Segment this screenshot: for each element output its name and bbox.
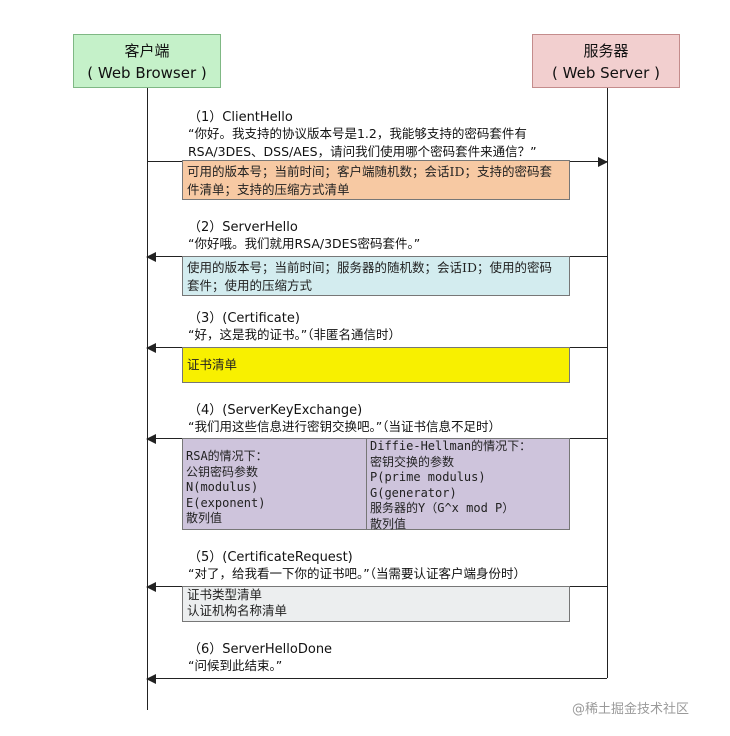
msg1-box-line1: 可用的版本号；当前时间；客户端随机数；会话ID；支持的密码套 — [187, 164, 552, 179]
msg1-box-line2: 件清单；支持的压缩方式清单 — [187, 182, 350, 197]
rsa-line5: 散列值 — [186, 511, 223, 525]
dh-line4: G(generator) — [370, 485, 457, 500]
client-lifeline — [147, 88, 148, 710]
client-header: 客户端 ( Web Browser ) — [73, 34, 221, 88]
msg6-quote-line1: “问候到此结束。” — [188, 658, 283, 673]
msg5-box-line1: 证书类型清单 — [187, 587, 263, 602]
msg5-quote-line1: “对了，给我看一下你的证书吧。”（当需要认证客户端身份时） — [188, 566, 526, 581]
rsa-column: RSA的情况下： 公钥密码参数 N(modulus) E(exponent) 散… — [183, 439, 367, 529]
rsa-line1: RSA的情况下： — [186, 449, 268, 463]
msg1-quote-line1: “你好。我支持的协议版本号是1.2，我能够支持的密码套件有 — [188, 126, 527, 141]
rsa-line2: 公钥密码参数 — [186, 464, 259, 479]
msg4-content-box: RSA的情况下： 公钥密码参数 N(modulus) E(exponent) 散… — [182, 438, 570, 531]
rsa-line4: E(exponent) — [186, 495, 266, 510]
client-subtitle: ( Web Browser ) — [87, 64, 207, 82]
dh-column: Diffie-Hellman的情况下： 密钥交换的参数 P(prime modu… — [367, 439, 569, 531]
msg6-arrow — [146, 674, 607, 684]
msg3-title: （3）(Certificate) — [188, 311, 300, 326]
msg1-content-box: 可用的版本号；当前时间；客户端随机数；会话ID；支持的密码套 件清单；支持的压缩… — [182, 160, 570, 200]
msg2-quote-line1: “你好哦。我们就用RSA/3DES密码套件。” — [188, 236, 421, 251]
msg2-box-line2: 套件；使用的压缩方式 — [187, 278, 313, 293]
msg1-title: （1）ClientHello — [188, 110, 293, 125]
arrowhead-left-icon — [146, 434, 156, 444]
msg3-quote-line1: “好，这是我的证书。”（非匿名通信时） — [188, 327, 401, 342]
arrowhead-left-icon — [146, 674, 156, 684]
msg5-title: （5）(CertificateRequest) — [188, 550, 353, 565]
arrowhead-left-icon — [146, 343, 156, 353]
msg4-title: （4）(ServerKeyExchange) — [188, 403, 363, 418]
client-name: 客户端 — [124, 42, 170, 60]
server-lifeline — [607, 88, 608, 678]
msg5-box-line2: 认证机构名称清单 — [187, 603, 288, 618]
msg2-content-box: 使用的版本号；当前时间；服务器的随机数；会话ID；使用的密码 套件；使用的压缩方… — [182, 256, 570, 296]
dh-line5: 服务器的Y（G^x mod P） — [370, 501, 515, 515]
msg1-quote-line2: RSA/3DES、DSS/AES，请问我们使用哪个密码套件来通信？” — [188, 144, 537, 159]
server-name: 服务器 — [583, 42, 629, 60]
server-header: 服务器 ( Web Server ) — [532, 34, 680, 88]
watermark: @稀土掘金技术社区 — [572, 702, 690, 717]
dh-line6: 散列值 — [370, 516, 407, 531]
arrowhead-right-icon — [598, 157, 608, 167]
msg6-title: （6）ServerHelloDone — [188, 642, 333, 657]
msg3-content-box: 证书清单 — [182, 347, 570, 383]
msg5-content-box: 证书类型清单 认证机构名称清单 — [182, 586, 570, 622]
arrowhead-left-icon — [146, 582, 156, 592]
msg4-quote-line1: “我们用这些信息进行密钥交换吧。”（当证书信息不足时） — [188, 419, 501, 434]
dh-line2: 密钥交换的参数 — [370, 454, 455, 469]
server-subtitle: ( Web Server ) — [552, 64, 660, 82]
msg3-box-line1: 证书清单 — [187, 357, 238, 372]
msg2-title: （2）ServerHello — [188, 220, 298, 235]
rsa-line3: N(modulus) — [186, 480, 259, 494]
dh-line3: P(prime modulus) — [370, 470, 486, 484]
msg2-box-line1: 使用的版本号；当前时间；服务器的随机数；会话ID；使用的密码 — [187, 260, 552, 275]
arrowhead-left-icon — [146, 252, 156, 262]
dh-line1: Diffie-Hellman的情况下： — [370, 439, 532, 453]
